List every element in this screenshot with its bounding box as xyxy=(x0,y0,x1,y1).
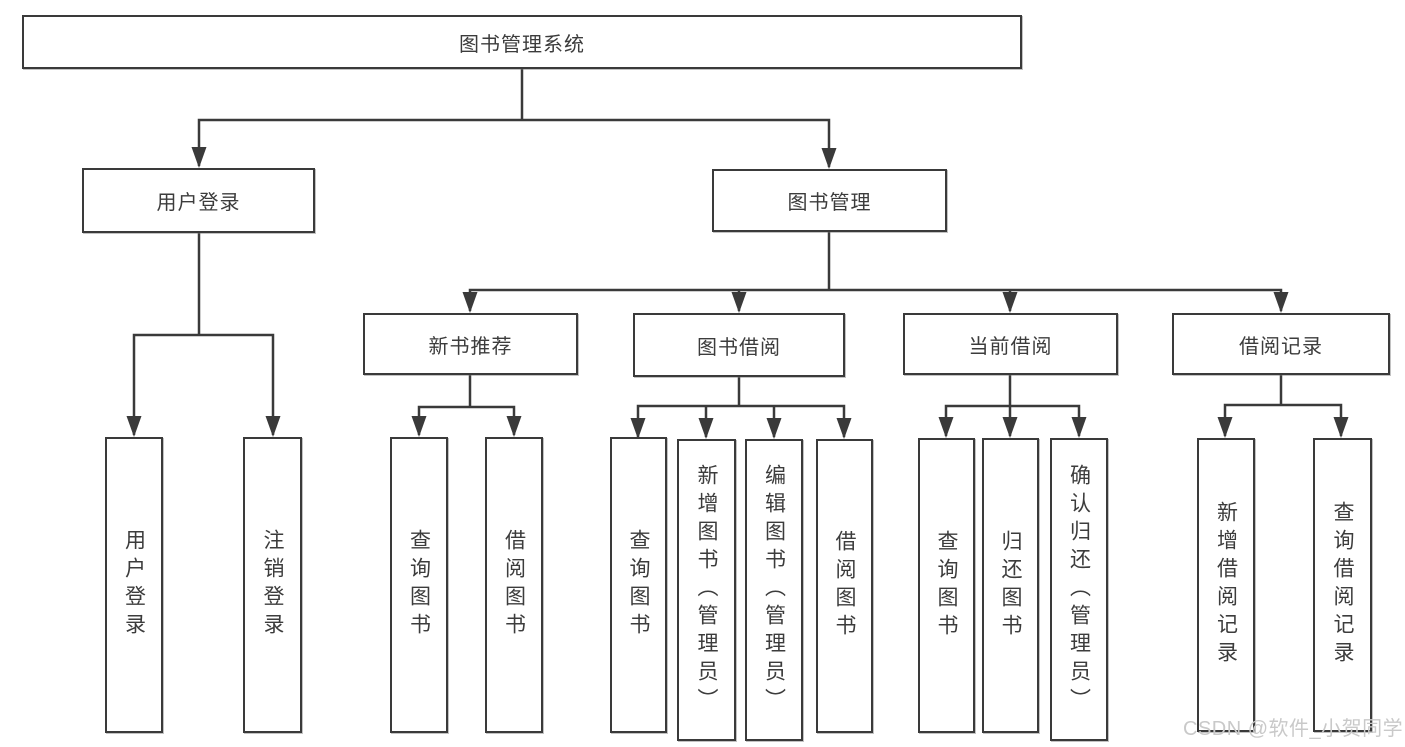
node-leaf-bb-query-books: 查询图书 xyxy=(610,437,667,733)
node-leaf-nbr-borrow-books: 借阅图书 xyxy=(485,437,543,733)
node-user-login: 用户登录 xyxy=(82,168,315,233)
node-new-book-rec: 新书推荐 xyxy=(363,313,578,375)
node-leaf-user-login: 用户登录 xyxy=(105,437,163,733)
node-book-borrow: 图书借阅 xyxy=(633,313,845,377)
node-leaf-nbr-query-books: 查询图书 xyxy=(390,437,448,733)
node-leaf-bb-add-books-admin: 新增图书（管理员） xyxy=(677,439,736,741)
node-current-borrow: 当前借阅 xyxy=(903,313,1118,375)
node-root: 图书管理系统 xyxy=(22,15,1022,69)
node-leaf-logout: 注销登录 xyxy=(243,437,302,733)
node-leaf-bb-edit-books-admin: 编辑图书（管理员） xyxy=(745,439,803,741)
csdn-watermark: CSDN @软件_小贺同学 xyxy=(1183,718,1404,740)
node-leaf-cb-confirm-return-admin: 确认归还（管理员） xyxy=(1050,438,1108,741)
node-leaf-br-query-record: 查询借阅记录 xyxy=(1313,438,1372,732)
node-leaf-br-add-record: 新增借阅记录 xyxy=(1197,438,1255,732)
node-borrow-record: 借阅记录 xyxy=(1172,313,1390,375)
arrowhead-icons xyxy=(126,147,1349,439)
node-book-mgmt: 图书管理 xyxy=(712,169,947,232)
node-leaf-cb-return-books: 归还图书 xyxy=(982,438,1039,733)
node-leaf-bb-borrow-books: 借阅图书 xyxy=(816,439,873,733)
node-leaf-cb-query-books: 查询图书 xyxy=(918,438,975,733)
